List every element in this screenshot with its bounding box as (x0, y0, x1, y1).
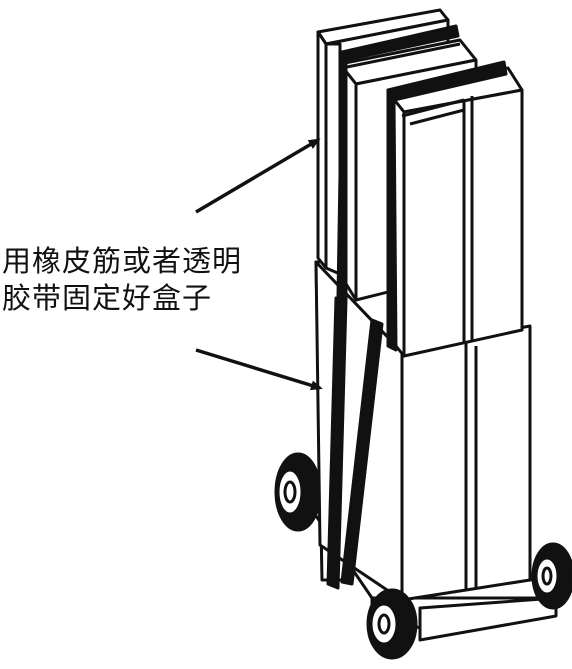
wheel-front-right (531, 542, 572, 610)
arrow-to-top-strap (195, 138, 321, 214)
arrow-to-bottom-strap (195, 348, 323, 391)
strap-top (336, 24, 508, 352)
caption-line-1: 用橡皮筋或者透明 (2, 244, 243, 278)
strap-bottom (326, 296, 384, 590)
wheel-front-left (366, 588, 418, 660)
wheel-rear-left (274, 452, 322, 532)
caption-line-2: 胶带固定好盒子 (2, 281, 213, 315)
leader-arrows (195, 138, 323, 391)
